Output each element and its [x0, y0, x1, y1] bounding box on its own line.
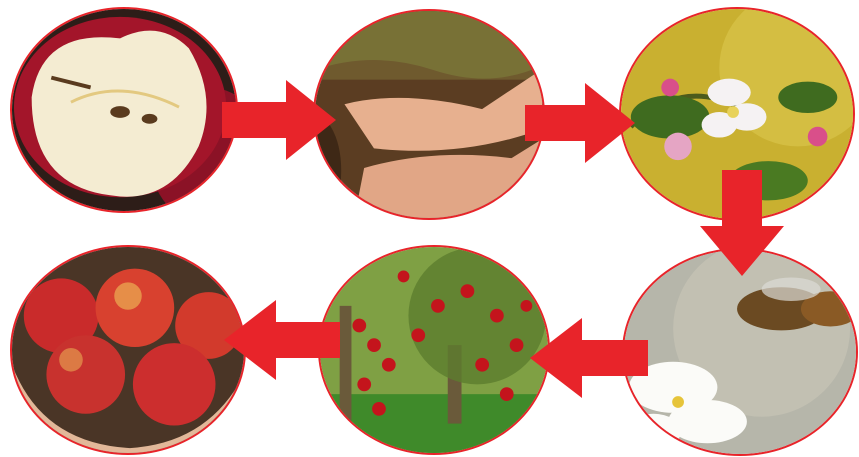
- arrow-left-icon: [224, 300, 340, 380]
- bee-pollinating-flower-image: [622, 248, 858, 456]
- cut-apple-seeds-image: [10, 7, 238, 213]
- arrow-right-icon: [525, 83, 635, 163]
- arrow-left-icon: [530, 318, 648, 398]
- harvested-apples-hands-image: [10, 245, 246, 455]
- hands-planting-soil-image: [313, 9, 545, 220]
- arrow-right-icon: [222, 80, 336, 160]
- apple-tree-fruit-image: [318, 245, 550, 455]
- arrow-down-icon: [700, 170, 784, 276]
